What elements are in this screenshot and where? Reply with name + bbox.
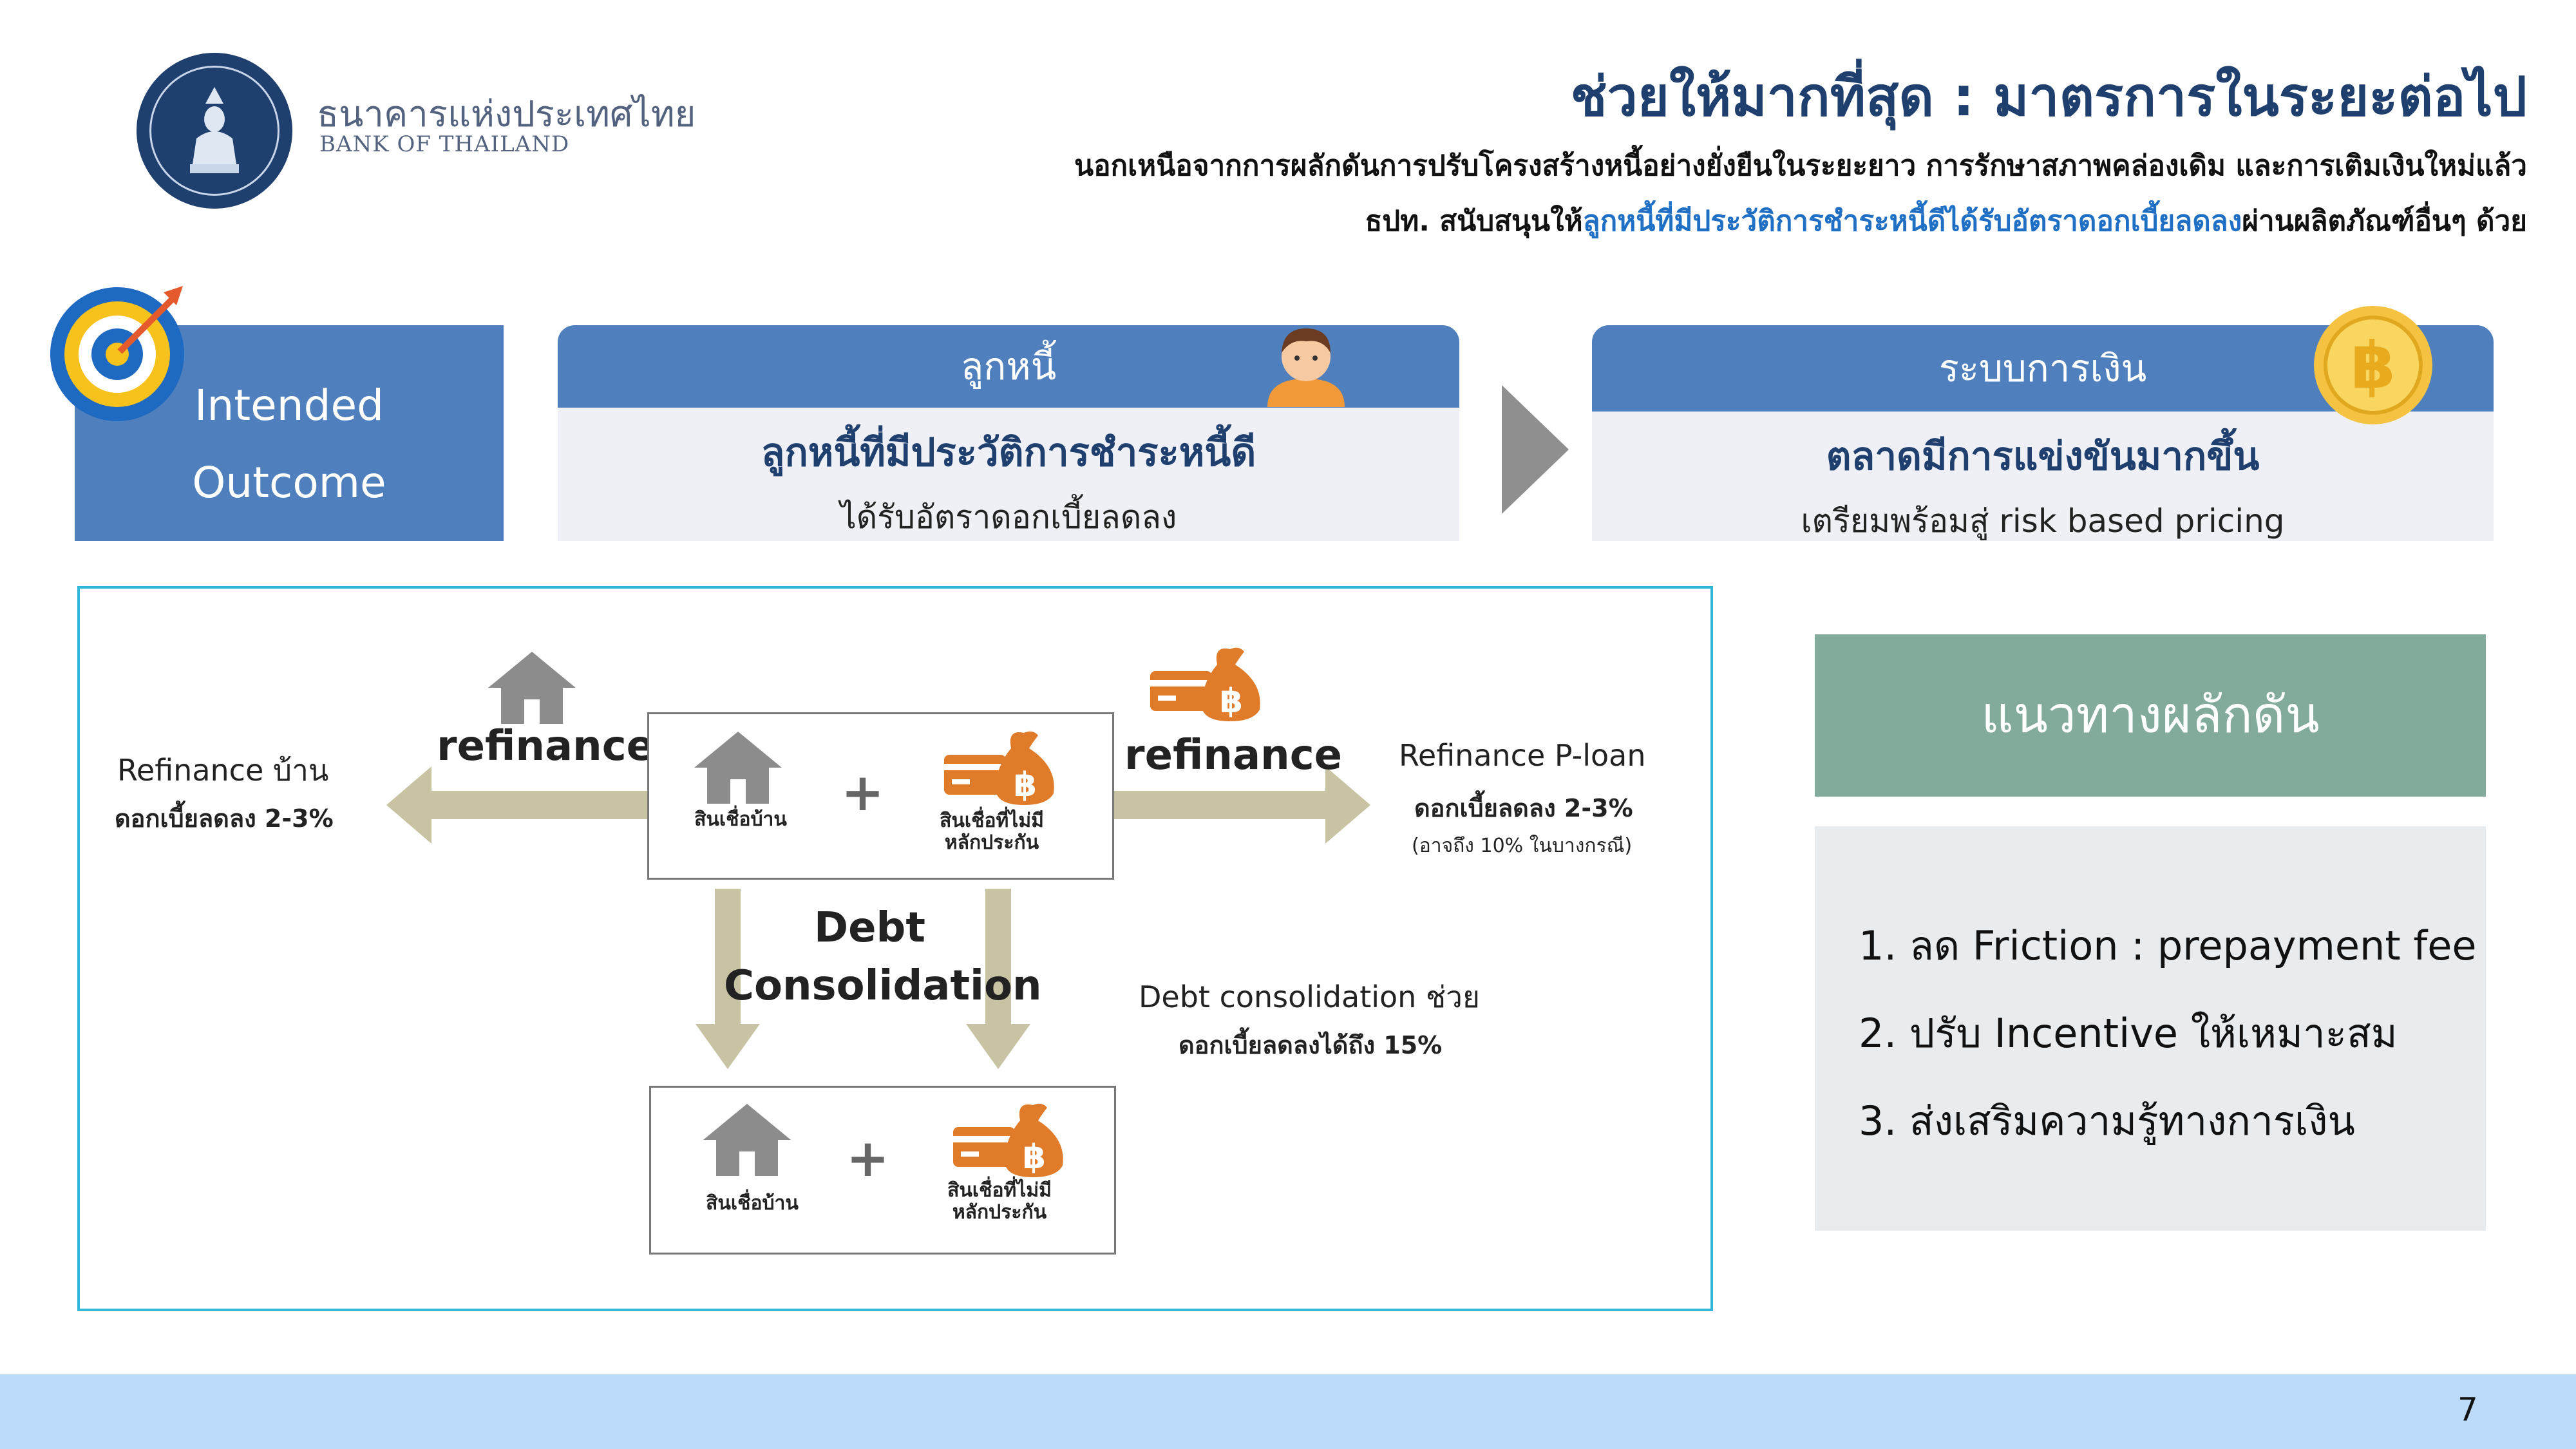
guidance-heading: แนวทางผลักดัน <box>1815 634 2486 797</box>
arrow-down-right-icon <box>966 889 1030 1069</box>
debt-diagram-frame <box>77 586 1713 1311</box>
refinance-right-label: refinance <box>1124 732 1343 779</box>
bank-name-thai: ธนาคารแห่งประเทศไทย <box>317 93 696 135</box>
bank-logo-ring <box>149 66 279 196</box>
credit-card-moneybag-icon: ฿ <box>944 731 1054 805</box>
debt-consolidation-rate: ดอกเบี้ยลดลงได้ถึง 15% <box>1179 1031 1443 1059</box>
credit-card-moneybag-icon: ฿ <box>953 1103 1063 1177</box>
page-title: ช่วยให้มากที่สุด : มาตรการในระยะต่อไป <box>1570 65 2527 128</box>
debtor-card-body: ลูกหนี้ที่มีประวัติการชำระหนี้ดี ได้รับอ… <box>558 408 1459 541</box>
house-icon <box>488 652 576 724</box>
arrow-left-refinance-icon <box>386 766 650 844</box>
arrow-down-left-icon <box>696 889 760 1069</box>
svg-text:฿: ฿ <box>1014 766 1037 804</box>
subtitle-line-2-pre: ธปท. สนับสนุนให้ <box>1365 205 1583 238</box>
svg-text:฿: ฿ <box>1023 1138 1046 1177</box>
financial-system-main-text: ตลาดมีการแข่งขันมากขึ้น <box>1826 434 2260 479</box>
guidance-item-3: 3. ส่งเสริมความรู้ทางการเงิน <box>1859 1097 2355 1144</box>
person-icon <box>1267 328 1345 407</box>
debt-consolidation-line-2: Consolidation <box>724 962 1042 1010</box>
unsecured-loan-caption-line-1: สินเชื่อที่ไม่มี <box>940 810 1044 832</box>
debt-consolidation-title: Debt consolidation ช่วย <box>1139 980 1480 1014</box>
subtitle-highlight: ลูกหนี้ที่มีประวัติการชำระหนี้ดีได้รับอั… <box>1582 205 2242 238</box>
refinance-home-rate: ดอกเบี้ยลดลง 2-3% <box>115 804 334 833</box>
svg-text:฿: ฿ <box>2351 328 2396 403</box>
subtitle-line-2: ธปท. สนับสนุนให้ลูกหนี้ที่มีประวัติการชำ… <box>1365 198 2527 243</box>
guidance-item-2: 2. ปรับ Incentive ให้เหมาะสม <box>1859 1010 2398 1057</box>
target-icon <box>50 286 184 421</box>
intended-outcome-label: Intended Outcome <box>75 367 504 522</box>
intended-outcome-line-2: Outcome <box>192 458 386 507</box>
house-icon <box>703 1104 791 1176</box>
refinance-left-label: refinance <box>437 723 655 770</box>
bank-emblem-icon <box>190 87 239 173</box>
arrow-right-refinance-icon <box>1113 766 1370 844</box>
unsecured-loan-caption: สินเชื่อที่ไม่มี หลักประกัน <box>927 810 1056 854</box>
credit-card-moneybag-icon: ฿ <box>1150 647 1260 721</box>
plus-sign: + <box>841 762 885 822</box>
subtitle-line-1: นอกเหนือจากการผลักดันการปรับโครงสร้างหนี… <box>1074 149 2527 182</box>
subtitle-line-2-post: ผ่านผลิตภัณฑ์อื่นๆ ด้วย <box>2242 205 2527 238</box>
guidance-item-1: 1. ลด Friction : prepayment fee <box>1859 922 2477 969</box>
refinance-ploan-title: Refinance P-loan <box>1399 738 1646 773</box>
unsecured-loan-caption-line-1: สินเชื่อที่ไม่มี <box>947 1179 1052 1202</box>
financial-system-card-body: ตลาดมีการแข่งขันมากขึ้น เตรียมพร้อมสู่ r… <box>1592 412 2494 541</box>
page-number: 7 <box>2458 1391 2478 1428</box>
unsecured-loan-caption: สินเชื่อที่ไม่มี หลักประกัน <box>935 1180 1064 1224</box>
debt-consolidation-line-1: Debt <box>814 904 925 952</box>
svg-text:฿: ฿ <box>1220 682 1243 721</box>
footer-bar <box>0 1374 2576 1449</box>
debtor-sub-text: ได้รับอัตราดอกเบี้ยลดลง <box>840 498 1177 536</box>
refinance-ploan-rate: ดอกเบี้ยลดลง 2-3% <box>1414 794 1633 822</box>
financial-system-sub-text: เตรียมพร้อมสู่ risk based pricing <box>1801 502 2285 540</box>
guidance-panel <box>1815 826 2486 1231</box>
unsecured-loan-caption-line-2: หลักประกัน <box>952 1201 1047 1224</box>
refinance-ploan-note: (อาจถึง 10% ในบางกรณี) <box>1412 835 1633 857</box>
intended-outcome-line-1: Intended <box>194 381 384 430</box>
arrow-right-icon <box>1502 385 1569 514</box>
unsecured-loan-caption-line-2: หลักประกัน <box>944 831 1039 854</box>
bank-name-english: BANK OF THAILAND <box>319 131 570 157</box>
home-loan-caption: สินเชื่อบ้าน <box>694 808 787 831</box>
plus-sign: + <box>846 1128 890 1188</box>
debtor-main-text: ลูกหนี้ที่มีประวัติการชำระหนี้ดี <box>761 430 1256 475</box>
home-loan-caption: สินเชื่อบ้าน <box>706 1192 799 1215</box>
bitcoin-coin-icon: ฿ <box>2314 306 2432 424</box>
house-icon <box>694 732 782 804</box>
refinance-home-title: Refinance บ้าน <box>117 753 329 788</box>
